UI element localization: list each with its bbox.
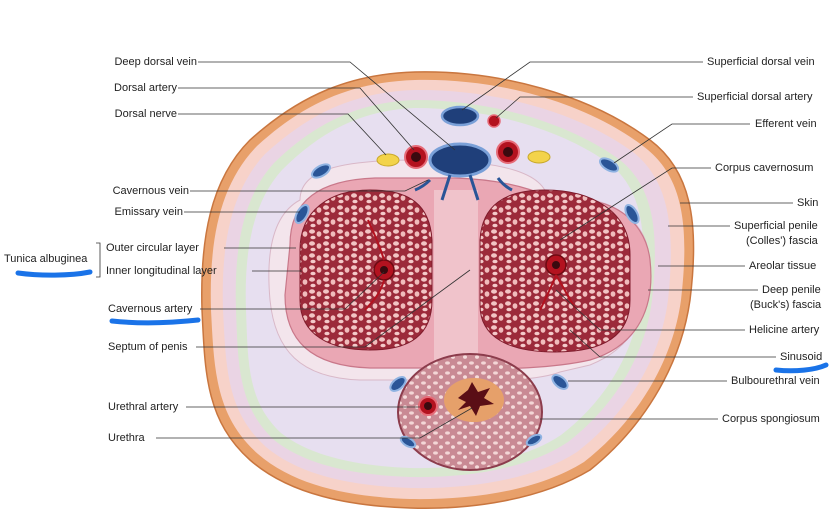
right-dorsal-artery-lumen [503, 147, 513, 157]
left-dorsal-artery-lumen [411, 152, 421, 162]
label-septum-of-penis: Septum of penis [108, 341, 188, 354]
label-corpus-cavernosum: Corpus cavernosum [715, 162, 813, 175]
label-skin: Skin [797, 197, 818, 210]
urethral-artery-lumen [424, 402, 432, 410]
highlight-tunica-albuginea [18, 272, 90, 275]
deep-dorsal-vein [430, 144, 490, 176]
label-urethral-artery: Urethral artery [108, 401, 178, 414]
left-corpus-cavernosum [300, 190, 432, 350]
right-dorsal-nerve [528, 151, 550, 163]
label-emissary-vein: Emissary vein [115, 206, 183, 219]
label-helicine-artery: Helicine artery [749, 324, 819, 337]
label-cavernous-vein: Cavernous vein [113, 185, 189, 198]
label-dorsal-nerve: Dorsal nerve [115, 108, 177, 121]
label-sinusoid: Sinusoid [780, 351, 822, 364]
label-superficial-penile-fascia-line1: Superficial penile [734, 220, 818, 233]
label-efferent-vein: Efferent vein [755, 118, 817, 131]
left-dorsal-nerve [377, 154, 399, 166]
label-superficial-penile-fascia-line2: (Colles') fascia [746, 235, 818, 248]
label-superficial-dorsal-vein: Superficial dorsal vein [707, 56, 815, 69]
superficial-dorsal-vein [442, 107, 478, 125]
label-inner-longitudinal-layer: Inner longitudinal layer [106, 265, 217, 278]
label-deep-penile-fascia-line1: Deep penile [762, 284, 821, 297]
label-deep-penile-fascia-line2: (Buck's) fascia [750, 299, 821, 312]
label-deep-dorsal-vein: Deep dorsal vein [114, 56, 197, 69]
label-cavernous-artery: Cavernous artery [108, 303, 192, 316]
superficial-dorsal-artery [488, 115, 500, 127]
highlight-cavernous-artery [112, 320, 198, 323]
septum-of-penis [434, 190, 478, 360]
label-tunica-albuginea: Tunica albuginea [4, 253, 87, 266]
label-urethra: Urethra [108, 432, 145, 445]
label-bulbourethral-vein: Bulbourethral vein [731, 375, 820, 388]
left-cavernous-artery-lumen [380, 266, 388, 274]
label-outer-circular-layer: Outer circular layer [106, 242, 199, 255]
label-corpus-spongiosum: Corpus spongiosum [722, 413, 820, 426]
right-cavernous-artery-lumen [552, 261, 560, 269]
highlight-sinusoid [776, 365, 826, 371]
label-areolar-tissue: Areolar tissue [749, 260, 816, 273]
label-dorsal-artery: Dorsal artery [114, 82, 177, 95]
label-superficial-dorsal-artery: Superficial dorsal artery [697, 91, 813, 104]
